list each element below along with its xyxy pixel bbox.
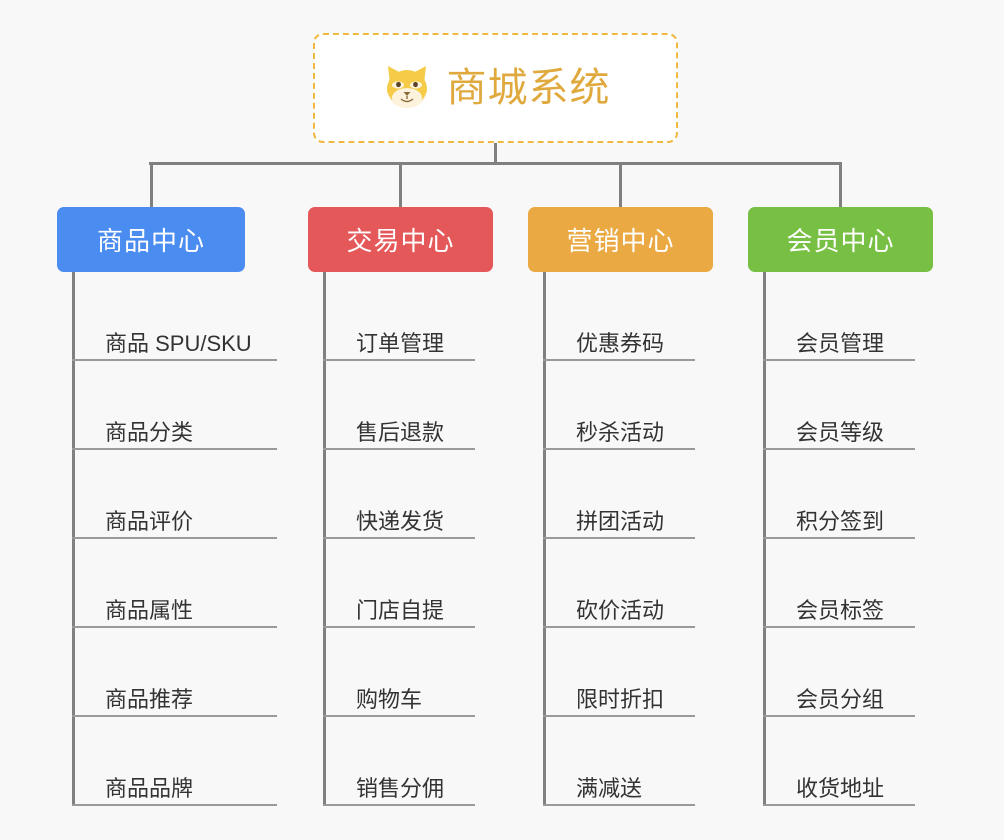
leaf-item[interactable]: 商品评价 (72, 450, 277, 539)
leaf-item[interactable]: 限时折扣 (543, 628, 695, 717)
leaf-item-label: 会员分组 (796, 686, 885, 712)
category-box-member[interactable]: 会员中心 (748, 207, 933, 272)
leaf-underline (72, 626, 277, 628)
leaf-item[interactable]: 砍价活动 (543, 539, 695, 628)
leaf-item[interactable]: 优惠券码 (543, 272, 695, 361)
connector-root-stem (494, 143, 497, 165)
leaf-underline (763, 359, 915, 361)
leaf-item-label: 限时折扣 (576, 686, 665, 712)
connector-drop-1 (149, 162, 153, 208)
root-title: 商城系统 (446, 66, 611, 110)
category-box-trade[interactable]: 交易中心 (308, 207, 493, 272)
leaf-item-label: 拼团活动 (576, 508, 665, 534)
leaf-item[interactable]: 会员分组 (763, 628, 915, 717)
leaf-item[interactable]: 商品 SPU/SKU (72, 272, 277, 361)
leaf-item[interactable]: 满减送 (543, 717, 695, 806)
connector-horizontal-bar (149, 162, 839, 165)
leaf-item-label: 订单管理 (356, 330, 445, 356)
leaf-underline (72, 359, 277, 361)
branch-spine (72, 272, 75, 806)
branch-spine (763, 272, 766, 806)
dog-face-icon (381, 62, 433, 114)
leaf-underline (323, 359, 475, 361)
leaf-item[interactable]: 订单管理 (323, 272, 475, 361)
leaf-item[interactable]: 购物车 (323, 628, 475, 717)
leaf-underline (72, 448, 277, 450)
leaf-underline (72, 537, 277, 539)
leaf-item[interactable]: 会员标签 (763, 539, 915, 628)
leaf-item-label: 售后退款 (356, 419, 445, 445)
leaf-item-label: 商品分类 (105, 419, 194, 445)
leaf-underline (763, 626, 915, 628)
leaf-underline (323, 626, 475, 628)
leaf-underline (543, 715, 695, 717)
branch-column-marketing: 优惠券码秒杀活动拼团活动砍价活动限时折扣满减送 (543, 272, 695, 806)
leaf-item-label: 商品属性 (105, 597, 194, 623)
leaf-item[interactable]: 会员管理 (763, 272, 915, 361)
branch-column-trade: 订单管理售后退款快递发货门店自提购物车销售分佣 (323, 272, 475, 806)
category-label: 营销中心 (566, 226, 675, 256)
leaf-item[interactable]: 收货地址 (763, 717, 915, 806)
leaf-underline (543, 804, 695, 806)
leaf-item-label: 优惠券码 (576, 330, 665, 356)
leaf-item[interactable]: 积分签到 (763, 450, 915, 539)
category-label: 交易中心 (346, 226, 455, 256)
branch-column-member: 会员管理会员等级积分签到会员标签会员分组收货地址 (763, 272, 915, 806)
branch-column-product: 商品 SPU/SKU 商品分类商品评价商品属性商品推荐商品品牌 (72, 272, 277, 806)
leaf-underline (543, 448, 695, 450)
leaf-item[interactable]: 会员等级 (763, 361, 915, 450)
leaf-item-label: 商品品牌 (105, 775, 194, 801)
leaf-item[interactable]: 拼团活动 (543, 450, 695, 539)
leaf-underline (323, 537, 475, 539)
leaf-item[interactable]: 门店自提 (323, 539, 475, 628)
leaf-item[interactable]: 秒杀活动 (543, 361, 695, 450)
leaf-item-label: 商品 SPU/SKU (105, 330, 252, 356)
leaf-item-label: 快递发货 (356, 508, 445, 534)
leaf-item[interactable]: 商品属性 (72, 539, 277, 628)
leaf-item[interactable]: 售后退款 (323, 361, 475, 450)
branch-spine (543, 272, 546, 806)
leaf-item-label: 商品推荐 (105, 686, 194, 712)
leaf-item-label: 砍价活动 (576, 597, 665, 623)
leaf-item-label: 商品评价 (105, 508, 194, 534)
category-box-product[interactable]: 商品中心 (57, 207, 245, 272)
connector-drop-2 (399, 162, 402, 208)
leaf-item-label: 会员标签 (796, 597, 885, 623)
leaf-underline (323, 804, 475, 806)
leaf-item[interactable]: 快递发货 (323, 450, 475, 539)
leaf-item-label: 购物车 (356, 686, 423, 712)
leaf-item-label: 门店自提 (356, 597, 445, 623)
leaf-item-label: 秒杀活动 (576, 419, 665, 445)
leaf-item[interactable]: 商品品牌 (72, 717, 277, 806)
leaf-underline (543, 626, 695, 628)
leaf-underline (763, 715, 915, 717)
leaf-underline (72, 715, 277, 717)
branch-spine (323, 272, 326, 806)
leaf-item-label: 会员等级 (796, 419, 885, 445)
category-box-marketing[interactable]: 营销中心 (528, 207, 713, 272)
leaf-underline (323, 448, 475, 450)
leaf-item-label: 会员管理 (796, 330, 885, 356)
leaf-underline (763, 448, 915, 450)
category-label: 商品中心 (96, 226, 205, 256)
leaf-item-label: 收货地址 (796, 775, 885, 801)
leaf-item-label: 积分签到 (796, 508, 885, 534)
root-node[interactable]: 商城系统 (313, 33, 678, 143)
leaf-underline (72, 804, 277, 806)
leaf-item[interactable]: 商品推荐 (72, 628, 277, 717)
leaf-item[interactable]: 商品分类 (72, 361, 277, 450)
connector-drop-4 (839, 162, 842, 208)
leaf-underline (763, 537, 915, 539)
leaf-item[interactable]: 销售分佣 (323, 717, 475, 806)
connector-drop-3 (619, 162, 622, 208)
leaf-underline (543, 537, 695, 539)
leaf-item-label: 满减送 (576, 775, 643, 801)
leaf-underline (543, 359, 695, 361)
leaf-item-label: 销售分佣 (356, 775, 445, 801)
leaf-underline (323, 715, 475, 717)
category-label: 会员中心 (786, 226, 895, 256)
leaf-underline (763, 804, 915, 806)
